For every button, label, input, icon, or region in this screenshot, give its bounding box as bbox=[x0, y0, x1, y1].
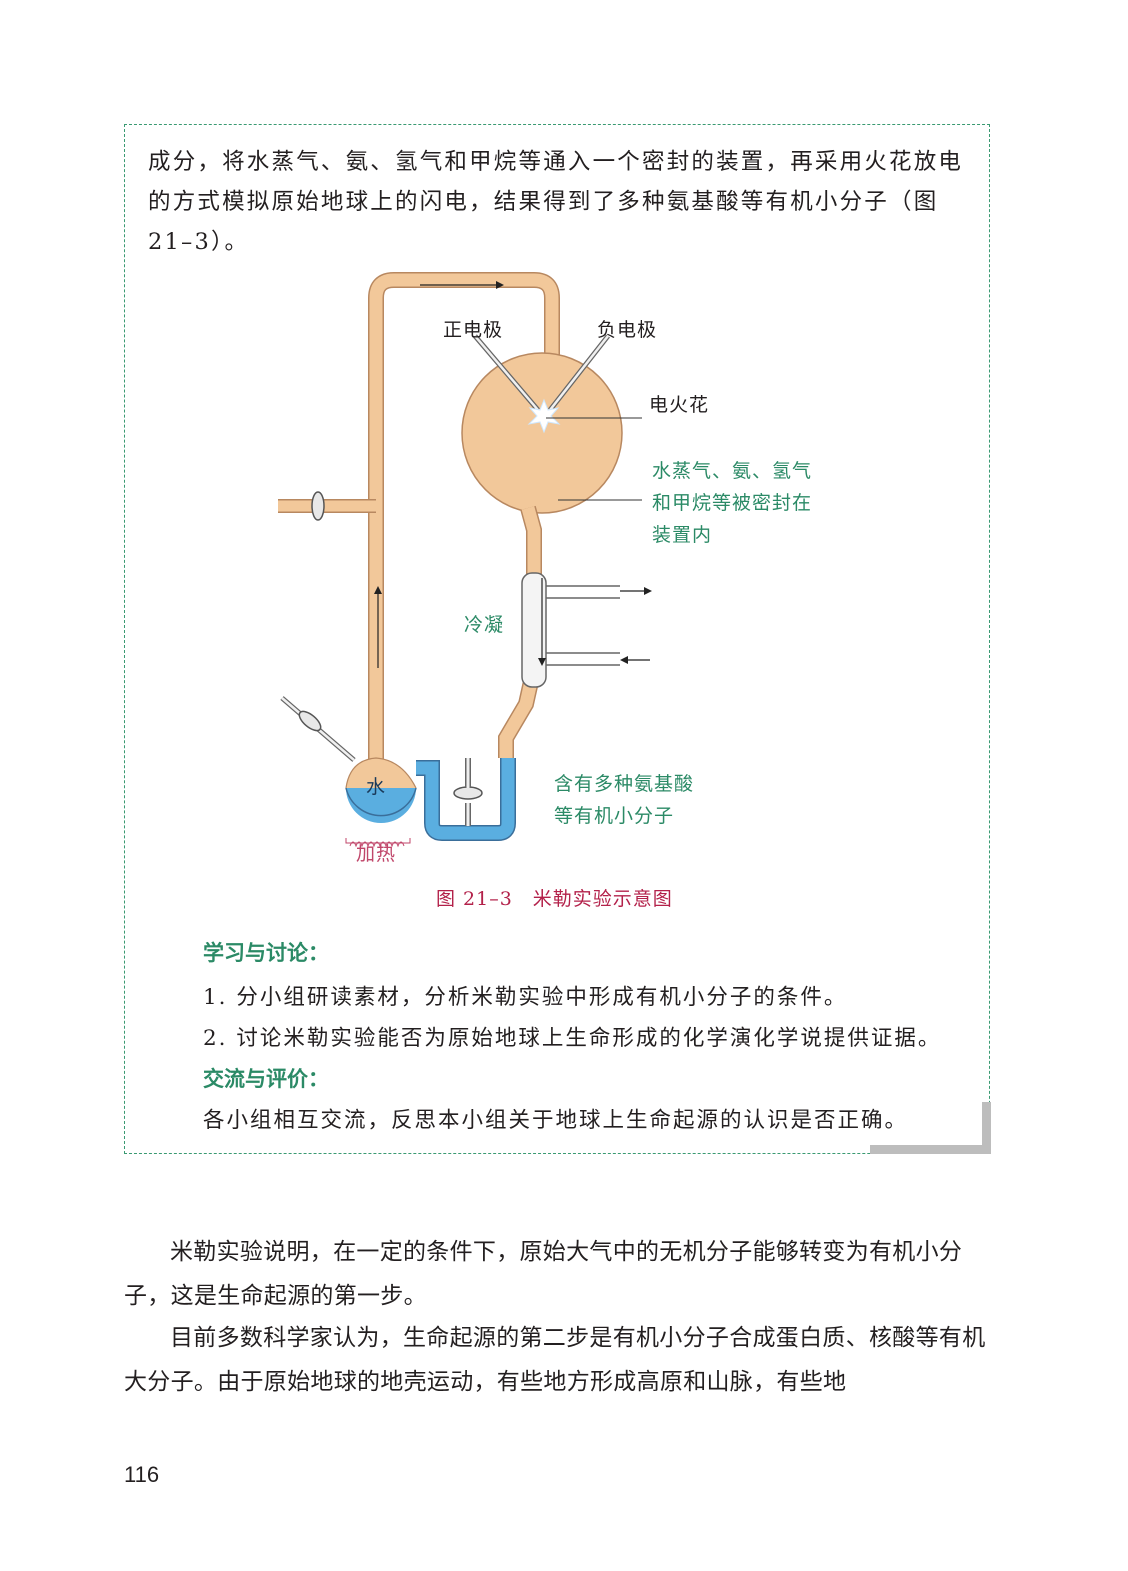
study-item-1: 1. 分小组研读素材，分析米勒实验中形成有机小分子的条件。 bbox=[203, 985, 848, 1010]
body-paragraph-2: 目前多数科学家认为，生命起源的第二步是有机小分子合成蛋白质、核酸等有机大分子。由… bbox=[124, 1325, 986, 1395]
product-label-line1: 含有多种氨基酸 bbox=[554, 773, 695, 795]
activity-box bbox=[124, 124, 990, 1154]
exchange-heading: 交流与评价： bbox=[203, 1067, 329, 1091]
gases-label-line1: 水蒸气、氨、氢气 bbox=[652, 460, 813, 482]
positive-electrode-label: 正电极 bbox=[443, 319, 504, 341]
study-heading: 学习与讨论： bbox=[203, 941, 329, 965]
spark-label: 电火花 bbox=[649, 394, 710, 416]
study-item-2: 2. 讨论米勒实验能否为原始地球上生命形成的化学演化学说提供证据。 bbox=[203, 1026, 942, 1051]
miller-experiment-diagram bbox=[278, 272, 652, 848]
box-shadow bbox=[870, 1145, 991, 1154]
product-label-line2: 等有机小分子 bbox=[554, 805, 675, 827]
intro-paragraph: 成分，将水蒸气、氨、氢气和甲烷等通入一个密封的装置，再采用火花放电的方式模拟原始… bbox=[148, 149, 964, 255]
condense-label: 冷凝 bbox=[464, 614, 505, 636]
gases-label-line2: 和甲烷等被密封在 bbox=[652, 492, 813, 514]
figure-caption: 图 21–3 米勒实验示意图 bbox=[436, 888, 673, 910]
heating-label: 加热 bbox=[356, 843, 397, 865]
water-label: 水 bbox=[366, 776, 387, 798]
body-paragraph-1: 米勒实验说明，在一定的条件下，原始大气中的无机分子能够转变为有机小分子，这是生命… bbox=[124, 1239, 963, 1309]
negative-electrode-label: 负电极 bbox=[597, 319, 658, 341]
page-number: 116 bbox=[124, 1462, 160, 1487]
gases-label-line3: 装置内 bbox=[652, 524, 713, 546]
exchange-text: 各小组相互交流，反思本小组关于地球上生命起源的认识是否正确。 bbox=[203, 1108, 909, 1133]
box-shadow bbox=[982, 1102, 991, 1154]
